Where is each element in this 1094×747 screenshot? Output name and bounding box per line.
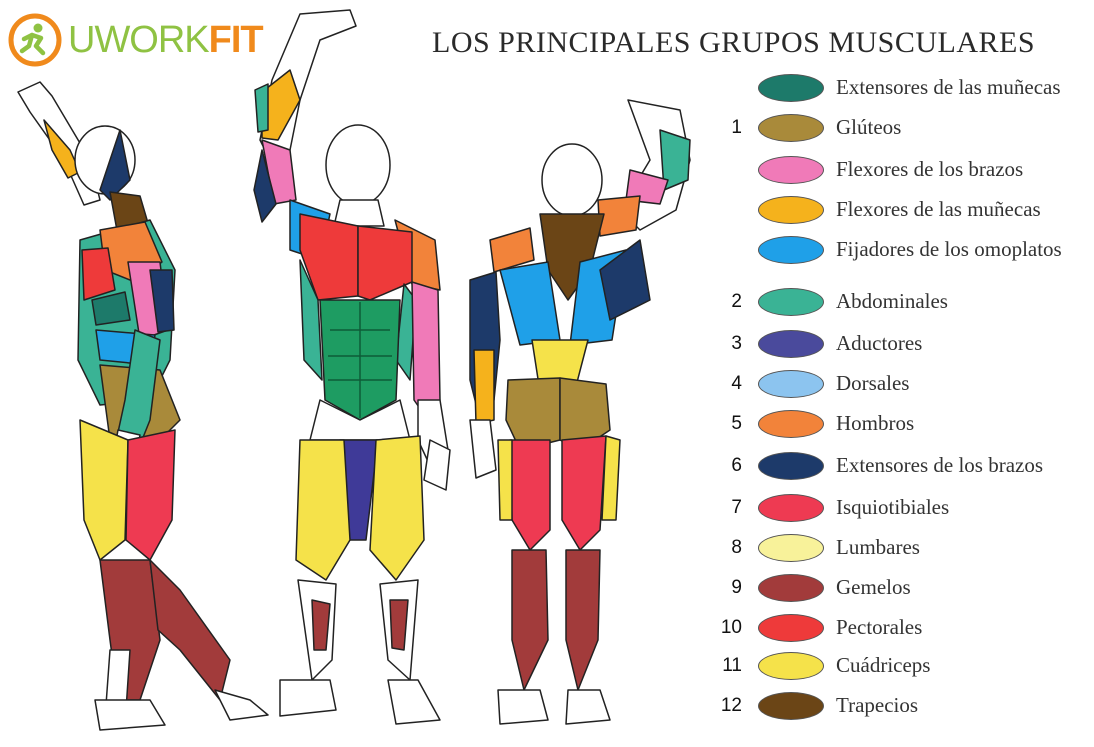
legend-row: Fijadores de los omoplatos bbox=[700, 232, 1094, 268]
back-view-figure bbox=[470, 100, 690, 724]
legend-color-swatch bbox=[758, 692, 824, 720]
legend-row: 8 Lumbares bbox=[700, 530, 1094, 566]
legend-label: Gemelos bbox=[836, 575, 911, 600]
legend-color-swatch bbox=[758, 156, 824, 184]
legend-row: 7 Isquiotibiales bbox=[700, 490, 1094, 526]
legend-row: 9 Gemelos bbox=[700, 570, 1094, 606]
legend-row: Flexores de los brazos bbox=[700, 152, 1094, 188]
legend-label: Isquiotibiales bbox=[836, 495, 949, 520]
legend-number: 1 bbox=[700, 117, 742, 139]
legend-label: Trapecios bbox=[836, 693, 918, 718]
legend-color-swatch bbox=[758, 114, 824, 142]
legend-label: Cuádriceps bbox=[836, 653, 930, 678]
legend-number: 5 bbox=[700, 413, 742, 435]
legend-color-swatch bbox=[758, 574, 824, 602]
legend-row: 11 Cuádriceps bbox=[700, 648, 1094, 684]
legend-label: Aductores bbox=[836, 331, 922, 356]
legend-label: Flexores de las muñecas bbox=[836, 197, 1041, 222]
legend-row: 2 Abdominales bbox=[700, 284, 1094, 320]
legend-color-swatch bbox=[758, 196, 824, 224]
legend-color-swatch bbox=[758, 652, 824, 680]
legend-row: 10 Pectorales bbox=[700, 610, 1094, 646]
legend-number: 4 bbox=[700, 373, 742, 395]
legend-color-swatch bbox=[758, 74, 824, 102]
legend-color-swatch bbox=[758, 370, 824, 398]
legend-label: Extensores de los brazos bbox=[836, 453, 1043, 478]
legend-label: Fijadores de los omoplatos bbox=[836, 237, 1062, 262]
legend-row: 12 Trapecios bbox=[700, 688, 1094, 724]
legend-row: Flexores de las muñecas bbox=[700, 192, 1094, 228]
legend-row: 5 Hombros bbox=[700, 406, 1094, 442]
legend-number: 2 bbox=[700, 291, 742, 313]
legend-color-swatch bbox=[758, 288, 824, 316]
legend-label: Abdominales bbox=[836, 289, 948, 314]
legend-color-swatch bbox=[758, 236, 824, 264]
muscle-legend: Extensores de las muñecas 1 GlúteosFlexore… bbox=[700, 70, 1094, 740]
legend-row: 1 Glúteos bbox=[700, 110, 1094, 146]
legend-number: 12 bbox=[700, 695, 742, 717]
legend-row: Extensores de las muñecas bbox=[700, 70, 1094, 106]
front-view-figure bbox=[254, 10, 450, 724]
legend-label: Hombros bbox=[836, 411, 914, 436]
legend-number: 9 bbox=[700, 577, 742, 599]
legend-color-swatch bbox=[758, 330, 824, 358]
legend-row: 4 Dorsales bbox=[700, 366, 1094, 402]
legend-number: 7 bbox=[700, 497, 742, 519]
legend-number: 3 bbox=[700, 333, 742, 355]
legend-color-swatch bbox=[758, 452, 824, 480]
legend-row: 6 Extensores de los brazos bbox=[700, 448, 1094, 484]
side-view-figure bbox=[18, 82, 268, 730]
legend-color-swatch bbox=[758, 494, 824, 522]
legend-label: Dorsales bbox=[836, 371, 909, 396]
legend-number: 10 bbox=[700, 617, 742, 639]
anatomy-figures bbox=[0, 0, 720, 747]
legend-label: Glúteos bbox=[836, 115, 901, 140]
legend-color-swatch bbox=[758, 534, 824, 562]
legend-label: Lumbares bbox=[836, 535, 920, 560]
legend-label: Extensores de las muñecas bbox=[836, 75, 1061, 100]
legend-label: Flexores de los brazos bbox=[836, 157, 1023, 182]
legend-row: 3 Aductores bbox=[700, 326, 1094, 362]
legend-number: 6 bbox=[700, 455, 742, 477]
legend-number: 8 bbox=[700, 537, 742, 559]
legend-color-swatch bbox=[758, 410, 824, 438]
legend-color-swatch bbox=[758, 614, 824, 642]
legend-label: Pectorales bbox=[836, 615, 922, 640]
legend-number: 11 bbox=[700, 655, 742, 677]
